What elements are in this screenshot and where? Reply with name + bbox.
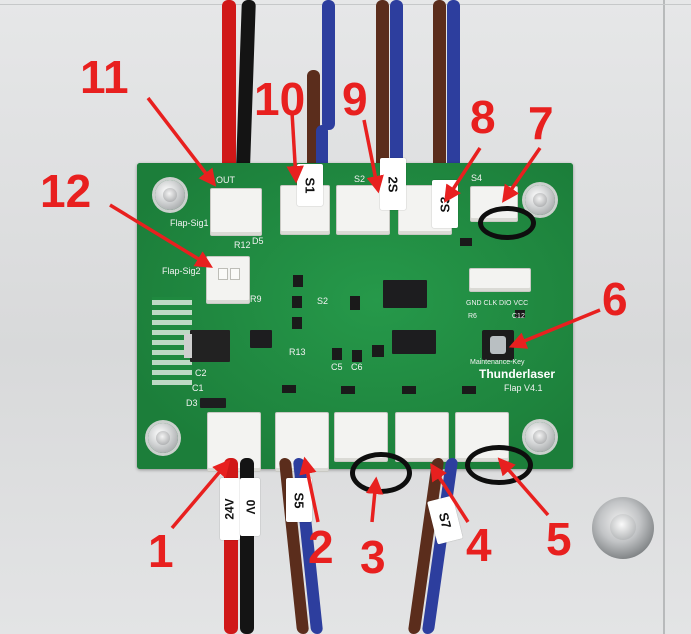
enclosure-edge bbox=[0, 4, 691, 5]
wire-loop-s4 bbox=[478, 206, 536, 240]
wire-label-24v-text: 24V bbox=[223, 498, 238, 520]
silk-c2: C2 bbox=[195, 368, 207, 378]
wire-label-s7-text: S7 bbox=[435, 510, 455, 530]
silk-c1: C1 bbox=[192, 383, 204, 393]
silk-c12: C12 bbox=[512, 313, 525, 320]
wire-label-0v-text: 0V bbox=[243, 499, 257, 515]
wire-label-s3: S3 bbox=[432, 180, 458, 228]
smd-part bbox=[292, 317, 302, 329]
wire-label-0v: 0V bbox=[240, 478, 260, 536]
silk-s2-ic: S2 bbox=[317, 296, 329, 306]
regulator-tab bbox=[184, 334, 192, 358]
pcb-model: Flap V4.1 bbox=[504, 383, 543, 393]
wire-label-s1-text: S1 bbox=[302, 177, 318, 193]
silk-out: OUT bbox=[216, 175, 235, 185]
silk-isp: GND CLK DIO VCC bbox=[466, 300, 529, 307]
callout-4: 4 bbox=[466, 519, 492, 571]
enclosure-seam bbox=[663, 0, 665, 634]
smd-part bbox=[293, 275, 303, 287]
mounting-screw-top-left bbox=[155, 180, 185, 210]
smd-part bbox=[402, 386, 416, 394]
mounting-screw-bottom-left bbox=[148, 423, 178, 453]
callout-7: 7 bbox=[528, 97, 554, 149]
silk-flap-sig1: Flap-Sig1 bbox=[170, 218, 209, 228]
diode-d3 bbox=[200, 398, 226, 408]
smd-part bbox=[462, 386, 476, 394]
smd-part bbox=[341, 386, 355, 394]
connector-s7 bbox=[395, 412, 449, 462]
callout-12: 12 bbox=[40, 165, 92, 217]
wire-label-s2-text: 2S bbox=[385, 176, 401, 192]
silk-r6: R6 bbox=[468, 313, 477, 320]
smd-part bbox=[292, 296, 302, 308]
wire-label-s5-text: S5 bbox=[291, 492, 307, 508]
wire-label-24v: 24V bbox=[220, 478, 240, 540]
silk-s2: S2 bbox=[354, 174, 366, 184]
callout-6: 6 bbox=[602, 273, 628, 325]
silk-maintenance-key: Maintenance-Key bbox=[470, 359, 525, 366]
wire-label-s1: S1 bbox=[297, 164, 323, 206]
smd-part bbox=[332, 348, 342, 360]
callout-10: 10 bbox=[254, 73, 306, 125]
silk-flap-sig2: Flap-Sig2 bbox=[162, 266, 201, 276]
callout-3: 3 bbox=[360, 531, 386, 583]
smd-part bbox=[350, 296, 360, 310]
silk-s4: S4 bbox=[471, 173, 483, 183]
isp-header bbox=[469, 268, 531, 292]
wire-label-s5: S5 bbox=[286, 478, 312, 522]
silk-c6: C6 bbox=[351, 362, 363, 372]
smd-part bbox=[282, 385, 296, 393]
wire-blue-top-1 bbox=[322, 0, 335, 130]
transistor bbox=[250, 330, 272, 348]
callout-9: 9 bbox=[342, 73, 368, 125]
callout-2: 2 bbox=[308, 521, 334, 573]
smd-part bbox=[372, 345, 384, 357]
connector-pin bbox=[230, 268, 240, 280]
connector-pin bbox=[218, 268, 228, 280]
silk-d3: D3 bbox=[186, 398, 198, 408]
callout-8: 8 bbox=[470, 91, 496, 143]
wire-loop-s6 bbox=[350, 452, 412, 494]
mounting-screw-top-right bbox=[525, 185, 555, 215]
silk-r12: R12 bbox=[234, 240, 251, 250]
silk-r13: R13 bbox=[289, 347, 306, 357]
smd-part bbox=[460, 238, 472, 246]
ic-chip-upper bbox=[383, 280, 427, 308]
ic-chip-lower bbox=[392, 330, 436, 354]
connector-flap-sig2 bbox=[206, 256, 250, 304]
silk-d5: D5 bbox=[252, 236, 264, 246]
silk-r9: R9 bbox=[250, 294, 262, 304]
maintenance-key-cap bbox=[490, 336, 506, 354]
enclosure-standoff-bolt bbox=[592, 497, 654, 559]
connector-out bbox=[210, 188, 262, 236]
callout-1: 1 bbox=[148, 525, 174, 577]
callout-11: 11 bbox=[80, 51, 129, 103]
pcb-brand: Thunderlaser bbox=[479, 367, 556, 381]
smd-part bbox=[352, 350, 362, 362]
callout-5: 5 bbox=[546, 513, 572, 565]
wire-loop-s8 bbox=[465, 445, 533, 485]
wire-label-s3-text: S3 bbox=[437, 196, 453, 212]
wire-label-s2: 2S bbox=[380, 158, 406, 210]
voltage-regulator bbox=[190, 330, 230, 362]
silk-c5: C5 bbox=[331, 362, 343, 372]
mounting-screw-bottom-right bbox=[525, 422, 555, 452]
